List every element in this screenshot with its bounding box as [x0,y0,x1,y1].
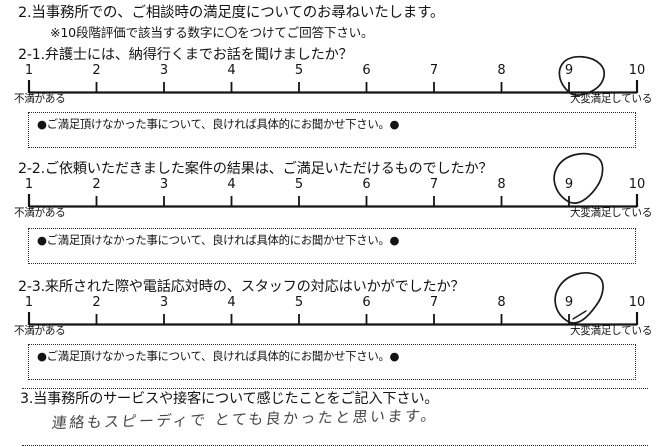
scale-tick-3[interactable]: 3 [159,295,169,310]
scale-tick-7[interactable]: 7 [429,295,439,310]
scale-tick-4[interactable]: 4 [227,295,236,310]
scale-label-max: 大変満足している [569,325,652,337]
scale-tick-10[interactable]: 10 [628,295,646,310]
comment-box-2-3[interactable]: ●ご満足頂けなかった事について、良ければ具体的にお聞かせ下さい。● [28,344,636,380]
scale-label-min: 不満がある [14,325,66,337]
scale-label-max: 大変満足している [569,207,652,219]
section2-title: 2.当事務所での、ご相談時の満足度についてのお尋ねいたします。 [18,5,445,21]
scale-axis-icon [27,80,639,94]
scale-label-max: 大変満足している [569,93,652,105]
scale-tick-6[interactable]: 6 [362,295,371,310]
comment-box-2-2[interactable]: ●ご満足頂けなかった事について、良ければ具体的にお聞かせ下さい。● [28,228,636,264]
scale-tick-1[interactable]: 1 [24,177,34,192]
scale-tick-5[interactable]: 5 [294,295,304,310]
section3-title: 3.当事務所のサービスや接客について感じたことをご記入下さい。 [20,391,439,407]
scale-tick-9[interactable]: 9 [564,295,574,310]
section2-subtitle: ※10段階評価で該当する数字に〇をつけてご回答下さい。 [50,25,374,40]
scale-tick-9[interactable]: 9 [564,63,574,78]
question-2-3-title: 2-3.来所された際や電話応対時の、スタッフの対応はいかがでしたか？ [18,279,465,295]
scale-tick-2[interactable]: 2 [92,177,101,192]
free-answer-box[interactable] [22,388,648,446]
comment-box-2-1[interactable]: ●ご満足頂けなかった事について、良ければ具体的にお聞かせ下さい。● [28,112,636,148]
question-2-2-title: 2-2.ご依頼いただきました案件の結果は、ご満足いただけるものでしたか？ [18,161,493,177]
rating-scale-2-3[interactable]: 1 2 3 4 5 6 7 8 9 10 不満がある 大変満足している [0,296,668,344]
comment-prompt-2-1: ●ご満足頂けなかった事について、良ければ具体的にお聞かせ下さい。● [37,117,400,131]
scale-tick-9[interactable]: 9 [564,177,574,192]
scale-tick-10[interactable]: 10 [628,177,646,192]
scale-tick-2[interactable]: 2 [92,295,101,310]
scale-tick-7[interactable]: 7 [429,63,439,78]
rating-scale-2-2[interactable]: 1 2 3 4 5 6 7 8 9 10 不満がある 大変満足している [0,178,668,226]
comment-prompt-2-2: ●ご満足頂けなかった事について、良ければ具体的にお聞かせ下さい。● [37,233,400,247]
scale-tick-6[interactable]: 6 [362,63,371,78]
scale-tick-1[interactable]: 1 [24,295,34,310]
rating-scale-2-1[interactable]: 1 2 3 4 5 6 7 8 9 10 不満がある 大変満足している [0,64,668,112]
scale-label-min: 不満がある [14,93,66,105]
scale-tick-5[interactable]: 5 [294,177,304,192]
scale-tick-8[interactable]: 8 [497,63,506,78]
scale-tick-4[interactable]: 4 [227,177,236,192]
scale-tick-3[interactable]: 3 [159,63,169,78]
scale-tick-2[interactable]: 2 [92,63,101,78]
question-2-1-title: 2-1.弁護士には、納得行くまでお話を聞けましたか？ [18,47,353,63]
scale-tick-8[interactable]: 8 [497,295,506,310]
scale-tick-1[interactable]: 1 [24,63,34,78]
scale-tick-3[interactable]: 3 [159,177,169,192]
scale-tick-6[interactable]: 6 [362,177,371,192]
comment-prompt-2-3: ●ご満足頂けなかった事について、良ければ具体的にお聞かせ下さい。● [37,349,400,363]
scale-tick-4[interactable]: 4 [227,63,236,78]
scale-tick-10[interactable]: 10 [628,63,646,78]
scale-tick-7[interactable]: 7 [429,177,439,192]
scale-tick-8[interactable]: 8 [497,177,506,192]
scale-tick-5[interactable]: 5 [294,63,304,78]
scale-label-min: 不満がある [14,207,66,219]
scale-axis-icon [27,194,639,208]
